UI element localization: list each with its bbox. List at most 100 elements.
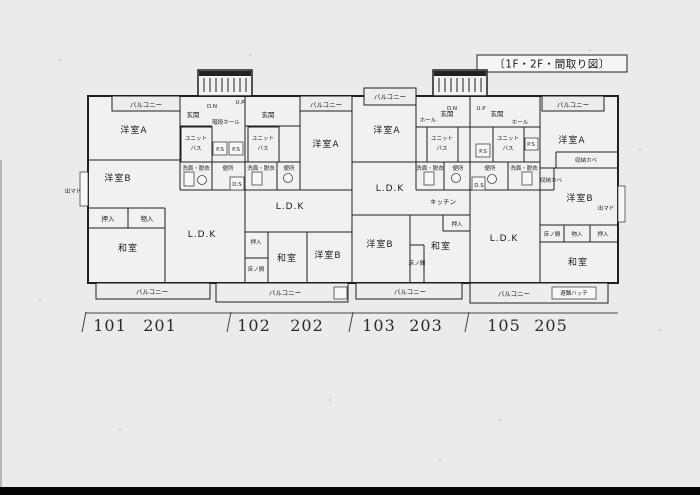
- stair-hall-label: 階段ホール: [212, 118, 240, 126]
- unit4-bath-label-2: バス: [502, 145, 513, 152]
- unit2-closet-label: 押入: [250, 238, 262, 246]
- escape-hatch-box: [551, 286, 597, 300]
- unit-number-203: 203: [409, 316, 443, 335]
- unit3-kitchen-label: キッチン: [430, 198, 456, 206]
- unit2-walls: [245, 96, 352, 283]
- unit3-bath-label-1: ユニット: [431, 135, 453, 142]
- unit1-walls: [79, 96, 245, 283]
- unit4-ps-box-2: [524, 137, 539, 151]
- unit2-western-a-label: 洋室A: [312, 138, 339, 150]
- unit4-storage-wall-label-1: 収納カベ: [575, 156, 598, 164]
- unit3-western-a-label: 洋室A: [373, 124, 400, 136]
- unit2-ldk-label: L.D.K: [276, 202, 305, 212]
- unit3-tokonoma-label: 床ノ間: [409, 259, 426, 267]
- bottom-balconies: [95, 282, 609, 304]
- unit2-toilet-label: 便所: [283, 164, 295, 172]
- unit3-washroom-label: 洗面・脱衣: [416, 164, 444, 172]
- balcony-label-bottom-3: バルコニー: [394, 288, 426, 296]
- unit2-japanese-room-label: 和室: [277, 252, 297, 264]
- unit1-ds-label: D.S: [232, 182, 242, 188]
- unit-number-105: 105: [487, 316, 521, 335]
- unit1-ldk-label: L.D.K: [188, 230, 217, 240]
- unit3-toilet-label: 便所: [452, 164, 464, 172]
- unit4-toilet-label: 便所: [484, 164, 496, 172]
- unit1-western-a-label: 洋室A: [120, 124, 147, 136]
- sink-icon: [183, 171, 195, 187]
- stair-left-up-label: U.P: [235, 100, 245, 106]
- unit4-entrance-label: 玄関: [491, 109, 504, 118]
- unit1-ps-box-1: [212, 141, 228, 156]
- unit4-ps-label-1: P.S: [479, 149, 487, 155]
- unit2-western-b-label: 洋室B: [314, 249, 341, 261]
- stair-tower-right: [432, 69, 488, 97]
- unit1-ps-box-2: [228, 141, 244, 156]
- stair-tower-left: [197, 69, 253, 97]
- unit4-walls: [470, 96, 626, 283]
- unit1-ds-box: [229, 176, 245, 191]
- stair-right-down-label: D.N: [447, 106, 457, 112]
- toilet-icon: [197, 175, 207, 185]
- unit3-walls: [352, 96, 470, 283]
- balcony-label-top-1: バルコニー: [130, 101, 162, 109]
- unit2-bath-label-2: バス: [257, 145, 268, 152]
- unit1-entrance-label: 玄関: [187, 110, 200, 119]
- unit3-closet-label: 押入: [451, 220, 463, 228]
- escape-hatch-label: 避難ハッチ: [560, 289, 588, 297]
- hatch-box: [333, 286, 348, 300]
- unit1-toilet-label: 便所: [222, 164, 234, 172]
- unit4-bay-window-label: 出マド: [598, 204, 615, 212]
- unit4-ps-box-1: [475, 143, 491, 158]
- unit4-ps-label-2: P.S: [527, 142, 535, 148]
- scan-artifacts: [0, 49, 700, 495]
- unit4-bay-window-box: [617, 185, 626, 223]
- unit1-bay-window-box: [79, 171, 89, 207]
- balcony-label-top-3: バルコニー: [374, 93, 406, 101]
- unit2-tokonoma-label: 床ノ間: [248, 265, 265, 273]
- unit4-tokonoma-label: 床ノ間: [544, 230, 561, 238]
- toilet-icon: [283, 173, 293, 183]
- balcony-label-bottom-1: バルコニー: [136, 288, 168, 296]
- unit4-washroom-label: 洗面・脱衣: [510, 164, 538, 172]
- toilet-icon: [487, 174, 497, 184]
- unit4-storage-wall-label-2: 収納カベ: [540, 176, 563, 184]
- page-title: 〔1F・2F・間取り図〕: [494, 58, 609, 71]
- unit4-ds-box: [471, 176, 486, 191]
- unit4-storage-label: 物入: [571, 230, 583, 238]
- unit1-japanese-room-label: 和室: [118, 242, 138, 254]
- sink-icon: [251, 171, 263, 186]
- sink-icon: [423, 171, 435, 186]
- title-box: 〔1F・2F・間取り図〕: [476, 54, 628, 73]
- stair-right-up-label: U.P: [476, 106, 486, 112]
- unit3-western-b-label: 洋室B: [366, 238, 393, 250]
- unit3-hall-label: ホール: [420, 117, 437, 124]
- stair-left-down-label: D.N: [207, 104, 217, 110]
- unit-number-202: 202: [290, 316, 324, 335]
- unit-number-strip: 101 201 102 202 103 203 105 205: [81, 311, 618, 335]
- unit4-bath-label-1: ユニット: [497, 135, 519, 142]
- unit4-closet-label: 押入: [597, 230, 609, 238]
- unit1-ps-label-2: P.S: [232, 147, 240, 153]
- unit4-ds-label: D.S: [474, 183, 484, 189]
- unit3-japanese-room-label: 和室: [431, 240, 451, 252]
- unit3-ldk-label: L.D.K: [376, 184, 405, 194]
- unit4-ldk-label: L.D.K: [490, 234, 519, 244]
- unit-number-103: 103: [362, 316, 396, 335]
- unit1-western-b-label: 洋室B: [104, 172, 131, 184]
- unit-number-201: 201: [143, 316, 177, 335]
- unit-number-205: 205: [534, 316, 568, 335]
- unit1-bath-label-1: ユニット: [185, 135, 207, 142]
- unit1-washroom-label: 洗面・脱衣: [182, 164, 210, 172]
- unit1-storage-label: 物入: [141, 214, 155, 223]
- unit-number-101: 101: [93, 316, 127, 335]
- unit1-bath-label-2: バス: [190, 145, 201, 152]
- unit2-bath-label-1: ユニット: [252, 135, 274, 142]
- unit1-bay-window-label: 出マド: [65, 187, 82, 195]
- unit4-western-b-label: 洋室B: [566, 192, 593, 204]
- balcony-label-top-2: バルコニー: [310, 101, 342, 109]
- toilet-icon: [451, 173, 461, 183]
- balcony-label-bottom-2: バルコニー: [269, 289, 301, 297]
- unit-number-102: 102: [237, 316, 271, 335]
- balcony-label-top-4: バルコニー: [557, 101, 589, 109]
